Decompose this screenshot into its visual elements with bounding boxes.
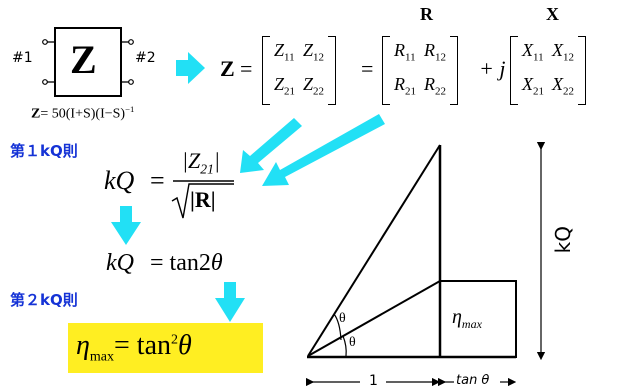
kq1-lhs: kQ bbox=[104, 166, 135, 195]
arrow-down-2 bbox=[215, 282, 245, 322]
kq2-rhs: = tan2θ bbox=[150, 250, 223, 276]
eta-highlight bbox=[68, 323, 263, 373]
triangle-figure bbox=[305, 141, 546, 387]
r-matrix: R11 R12 R21 R22 bbox=[382, 36, 458, 106]
z-matrix: Z11 Z12 Z21 Z22 bbox=[262, 36, 337, 106]
theta-lower-label: θ bbox=[349, 335, 356, 350]
header-r-label: R bbox=[420, 4, 433, 24]
flow-arrows bbox=[111, 52, 385, 322]
matrix-eq2: = bbox=[361, 56, 374, 81]
kq1-numerator: |Z21| bbox=[182, 148, 220, 177]
port2-label: #2 bbox=[135, 50, 156, 66]
sqrt-sign bbox=[171, 183, 234, 219]
eta-max-equation: ηmax= tan2θ bbox=[76, 330, 192, 365]
port2-terminal-bottom bbox=[128, 79, 134, 85]
kq-side-label: kQ bbox=[551, 226, 575, 254]
rule2-label: 第２kQ則 bbox=[10, 291, 78, 309]
arrow-diag-short bbox=[240, 118, 302, 173]
port1-terminal-top bbox=[42, 39, 48, 45]
rule1-label: 第１kQ則 bbox=[10, 142, 78, 160]
arrow-diag-long bbox=[262, 114, 385, 186]
angle-arc-lower bbox=[342, 335, 347, 357]
hypotenuse bbox=[307, 144, 441, 357]
twoport-block bbox=[42, 27, 134, 97]
port2-terminal-top bbox=[128, 39, 134, 45]
square-eta-label: ηmax bbox=[452, 306, 482, 331]
port1-terminal-bottom bbox=[42, 79, 48, 85]
matrix-plus-j: + j bbox=[479, 56, 506, 81]
kq1-denominator: |R| bbox=[190, 187, 216, 212]
z-formula: Z= 50(I+S)(I−S)−1 bbox=[31, 104, 135, 122]
theta-upper-label: θ bbox=[339, 311, 346, 326]
kq2-lhs: kQ bbox=[106, 250, 134, 276]
matrix-lhs: Z bbox=[220, 56, 235, 81]
eta-square bbox=[439, 280, 517, 358]
matrix-eq1: = bbox=[240, 56, 253, 81]
bisector-line bbox=[307, 280, 441, 357]
tan-theta-label: tan θ bbox=[456, 373, 490, 388]
x-matrix: X11 X12 X21 X22 bbox=[510, 36, 586, 106]
twoport-symbol: Z bbox=[70, 37, 97, 82]
base-length-label: 1 bbox=[369, 373, 378, 389]
twoport-box bbox=[54, 27, 122, 97]
kq1-eq: = bbox=[150, 166, 165, 195]
header-x-label: X bbox=[546, 4, 559, 24]
port1-label: #1 bbox=[12, 50, 33, 66]
arrow-right bbox=[176, 52, 205, 84]
angle-arc-upper bbox=[333, 313, 342, 341]
kq-fraction-graphics bbox=[171, 180, 234, 219]
arrow-down-1 bbox=[111, 206, 141, 245]
